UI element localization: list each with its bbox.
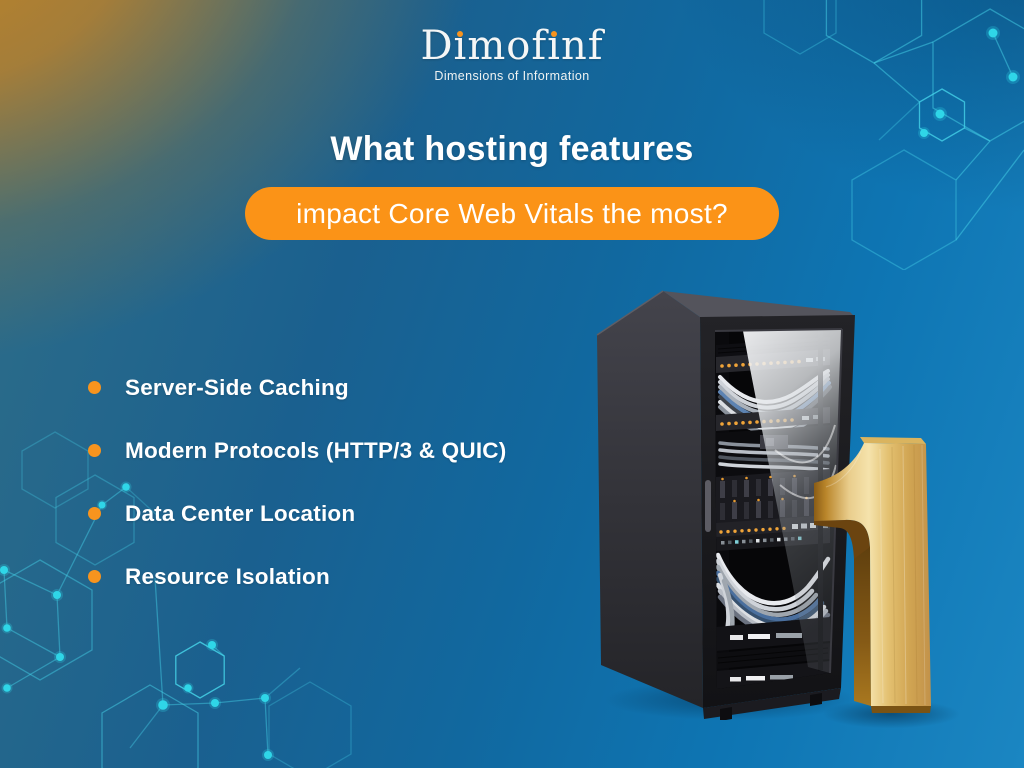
features-list: Server-Side Caching Modern Protocols (HT… bbox=[88, 374, 506, 626]
headline: What hosting features bbox=[330, 130, 694, 168]
server-rack-illustration bbox=[596, 290, 855, 720]
feature-item: Data Center Location bbox=[88, 500, 506, 527]
hexagon-pattern-top-right-icon bbox=[763, 0, 1024, 270]
orange-dot-icon bbox=[88, 507, 101, 520]
feature-item: Server-Side Caching bbox=[88, 374, 506, 401]
subheadline-pill: impact Core Web Vitals the most? bbox=[245, 187, 779, 240]
feature-label: Resource Isolation bbox=[125, 563, 330, 589]
feature-label: Data Center Location bbox=[125, 500, 356, 526]
feature-item: Modern Protocols (HTTP/3 & QUIC) bbox=[88, 437, 506, 464]
golden-number-one-illustration bbox=[814, 437, 931, 713]
orange-dot-icon bbox=[88, 570, 101, 583]
orange-dot-icon bbox=[88, 381, 101, 394]
orange-dot-icon bbox=[88, 444, 101, 457]
feature-label: Server-Side Caching bbox=[125, 374, 349, 400]
feature-label: Modern Protocols (HTTP/3 & QUIC) bbox=[125, 437, 507, 463]
feature-item: Resource Isolation bbox=[88, 563, 506, 590]
hexagon-pattern-bottom-left-icon bbox=[0, 431, 352, 768]
brand-tagline: Dimensions of Information bbox=[434, 69, 590, 83]
